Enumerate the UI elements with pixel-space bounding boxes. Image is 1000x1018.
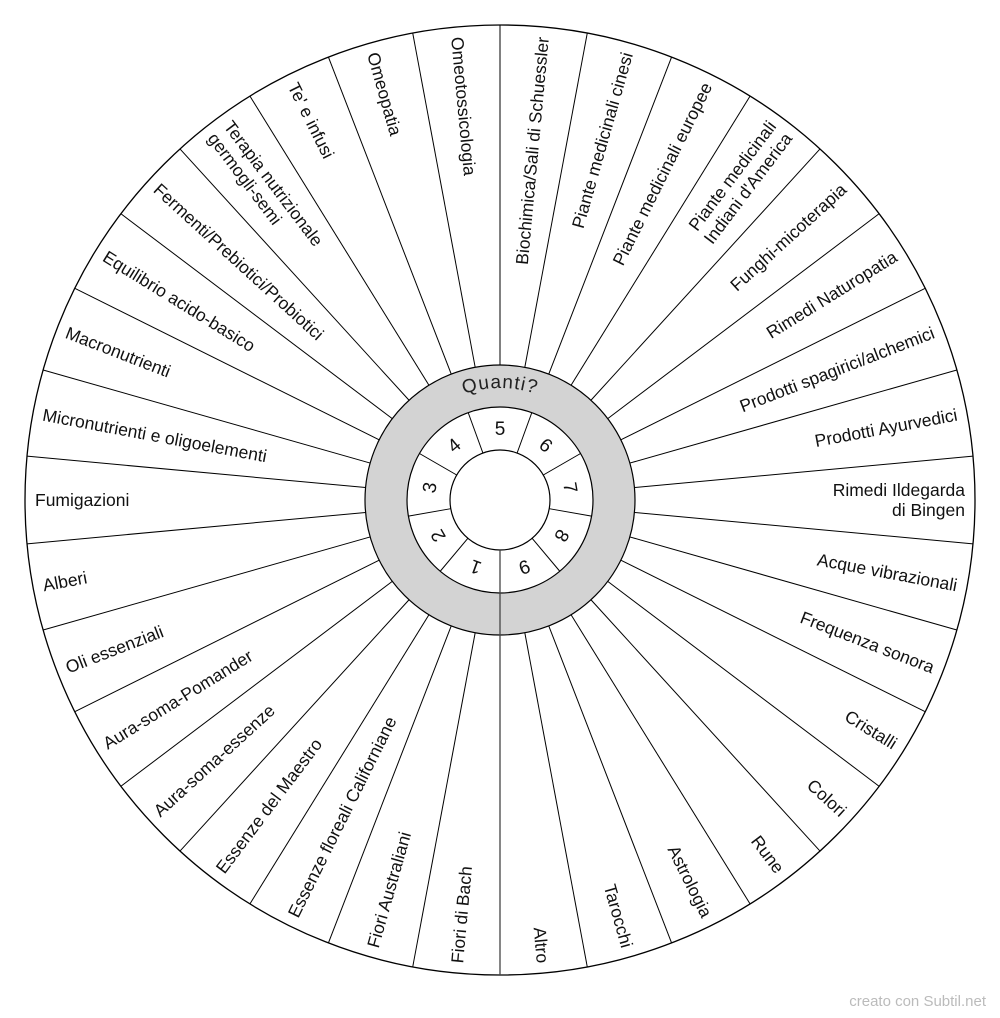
number-option[interactable]: 7 <box>558 481 581 495</box>
sector-divider <box>629 369 958 464</box>
number-option[interactable]: 3 <box>419 481 442 495</box>
sector-divider <box>327 625 452 944</box>
sector-divider <box>249 95 430 386</box>
sector-divider <box>570 614 751 905</box>
number-divider <box>439 537 469 572</box>
sector-divider <box>524 32 588 368</box>
sector-divider <box>42 536 371 631</box>
sector-divider <box>590 148 821 401</box>
number-divider <box>408 508 451 517</box>
sector-divider <box>179 599 410 852</box>
sector-divider <box>412 632 476 968</box>
sector-divider <box>120 580 393 787</box>
sector-divider <box>570 95 751 386</box>
sector-divider <box>327 56 452 375</box>
sector-label-line: di Bingen <box>892 500 965 520</box>
number-divider <box>419 453 457 476</box>
sector-divider <box>607 213 880 420</box>
sector-divider <box>74 559 380 713</box>
sector-divider <box>620 287 926 441</box>
sector-label-line: Altro <box>530 926 553 964</box>
sector-label[interactable]: Altro <box>530 926 553 964</box>
sector-divider <box>590 599 821 852</box>
number-divider <box>549 508 592 517</box>
number-divider <box>543 453 581 476</box>
number-divider <box>531 537 561 572</box>
sector-divider <box>629 536 958 631</box>
sector-divider <box>620 559 926 713</box>
number-option[interactable]: 5 <box>495 419 506 440</box>
number-divider <box>467 412 484 454</box>
sector-divider <box>634 455 974 489</box>
watermark: creato con Subtil.net <box>849 993 986 1010</box>
sector-divider <box>412 32 476 368</box>
sector-divider <box>607 580 880 787</box>
sector-divider <box>524 632 588 968</box>
sector-divider <box>120 213 393 420</box>
sector-label-line: Rimedi Ildegarda <box>833 480 966 500</box>
sector-divider <box>548 56 673 375</box>
sector-divider <box>26 511 366 545</box>
sector-divider <box>179 148 410 401</box>
center-circle[interactable] <box>449 449 551 551</box>
sector-label-line: Fumigazioni <box>35 490 129 510</box>
number-divider <box>516 412 533 454</box>
sector-divider <box>74 287 380 441</box>
sector-divider <box>634 511 974 545</box>
sector-divider <box>249 614 430 905</box>
sector-lines <box>26 25 974 975</box>
sector-divider <box>42 369 371 464</box>
sector-label[interactable]: Fumigazioni <box>35 490 129 510</box>
sector-divider <box>26 455 366 489</box>
sector-divider <box>548 625 673 944</box>
